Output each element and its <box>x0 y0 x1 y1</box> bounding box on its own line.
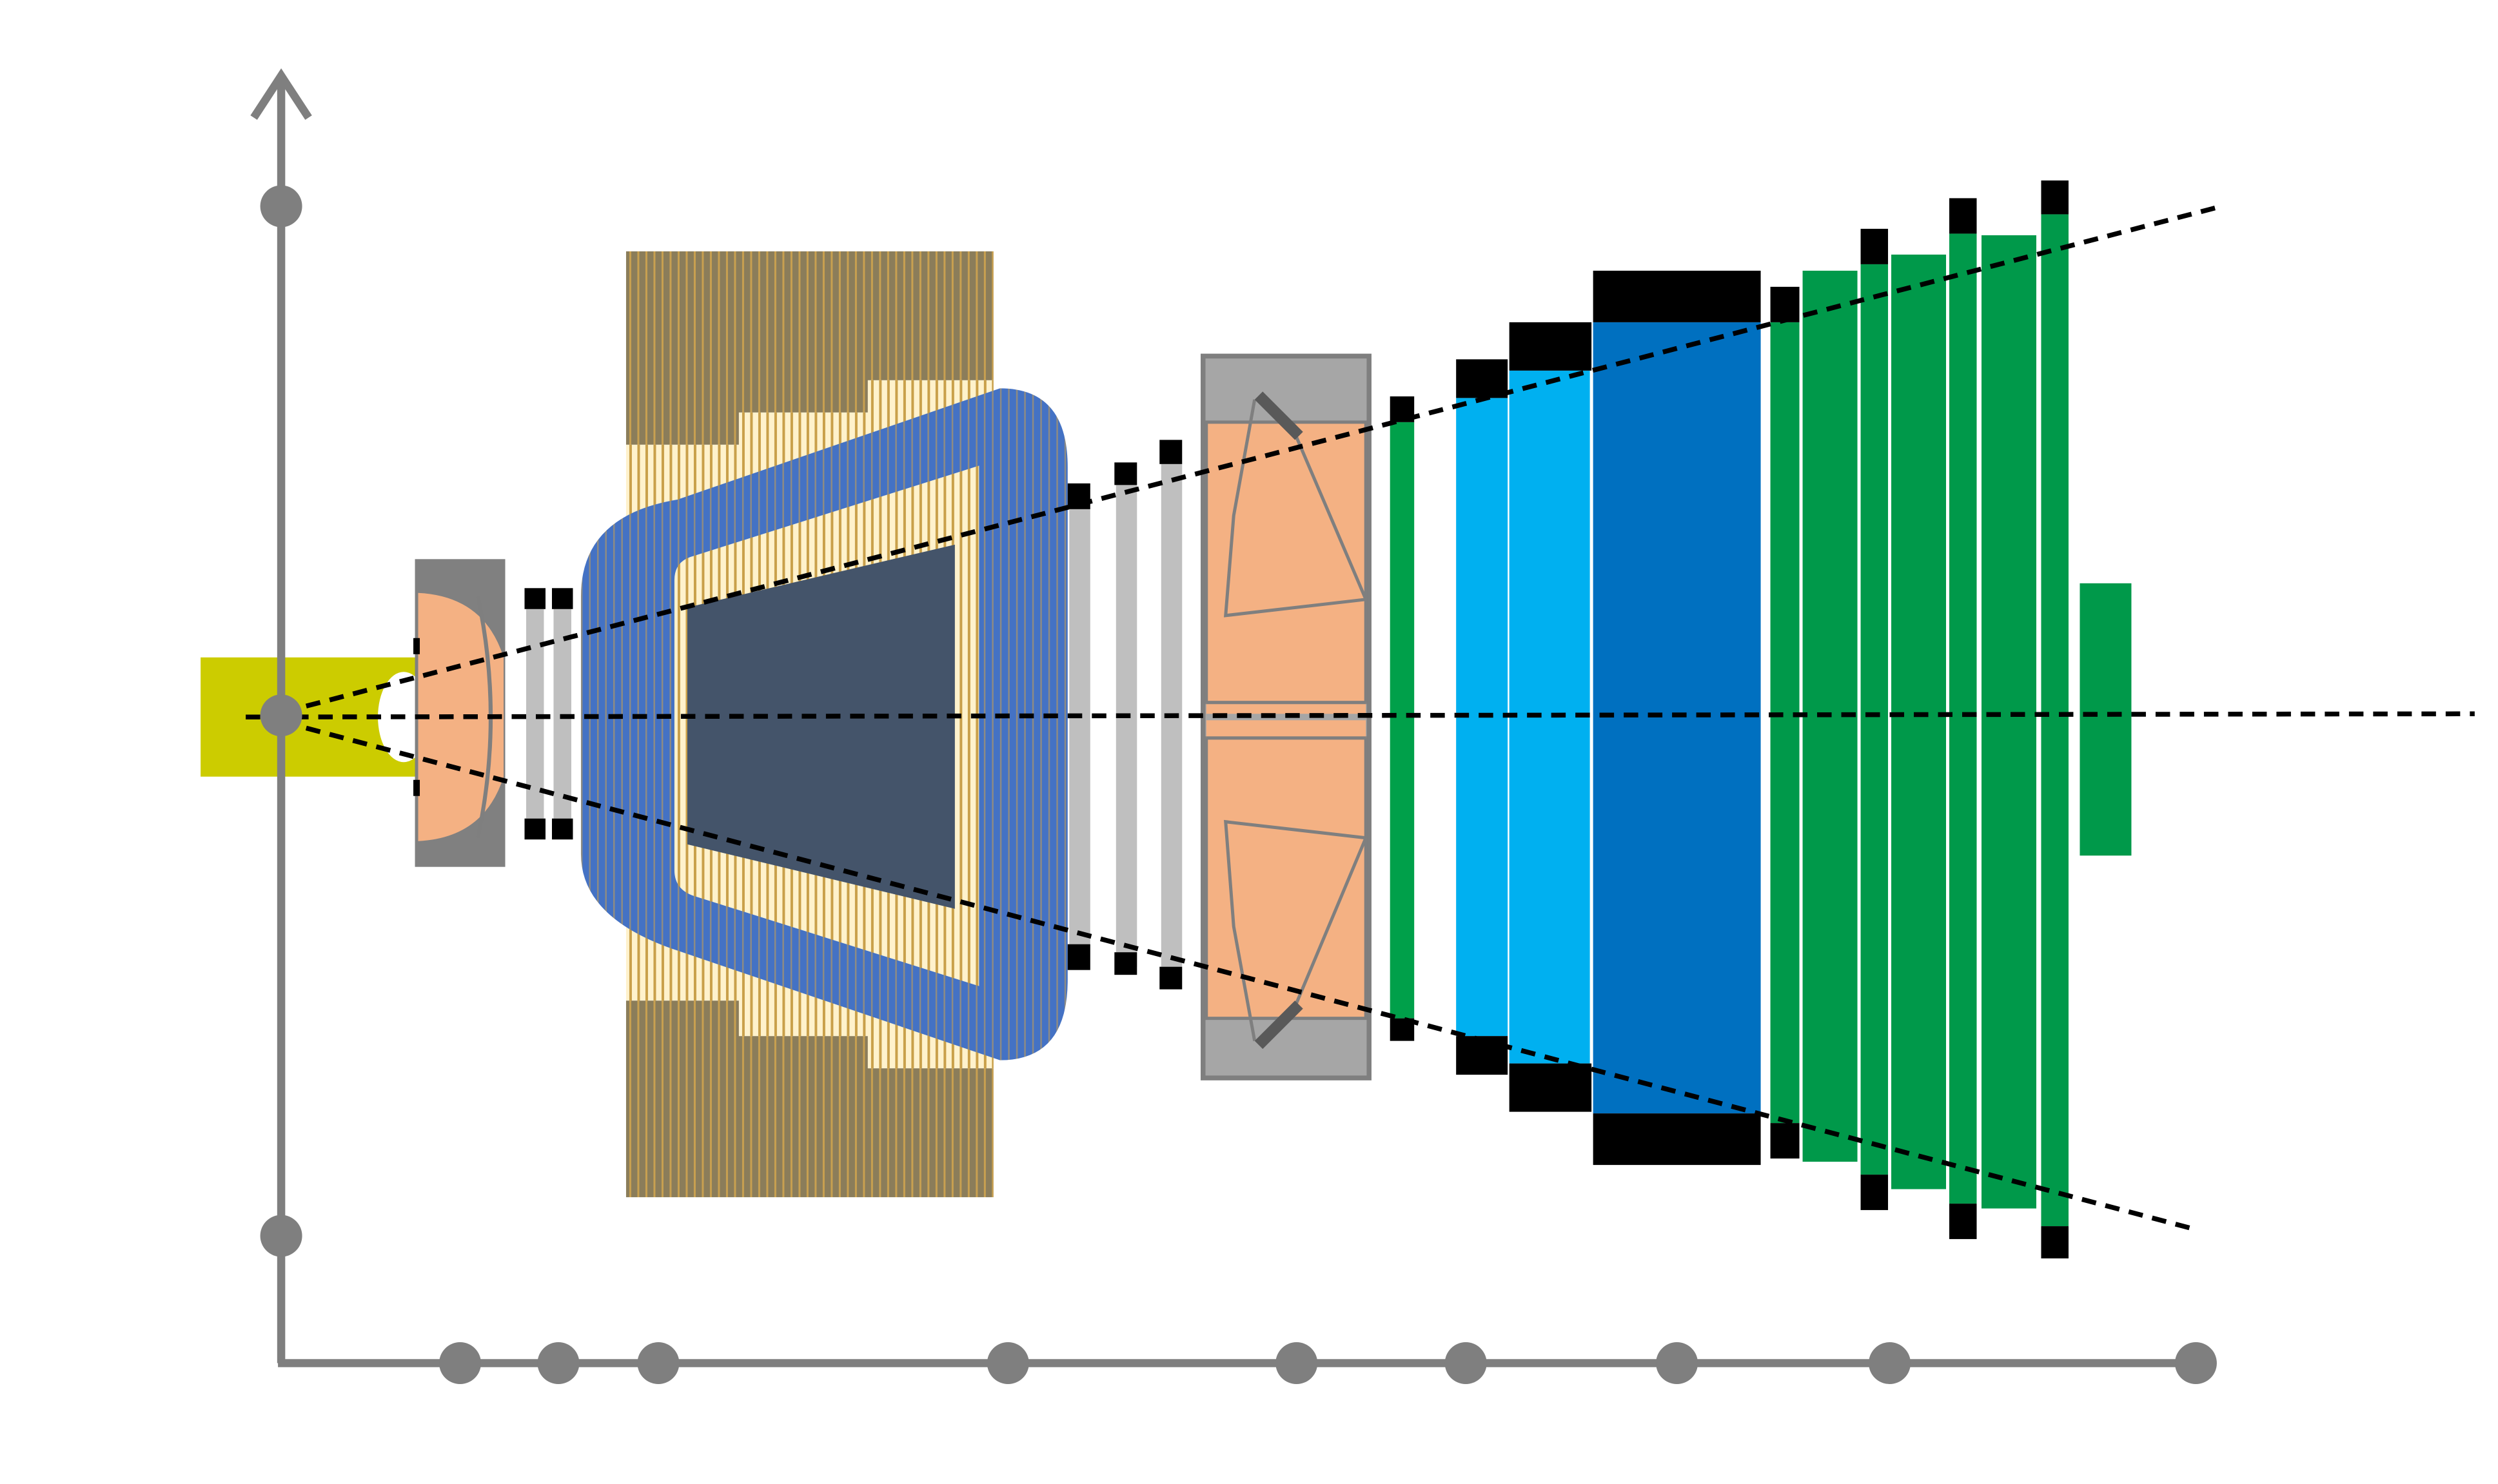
x-axis-marker <box>537 1342 580 1385</box>
silicon-planes-2 <box>1067 440 1183 990</box>
magnet-coil <box>580 388 1068 1060</box>
hadron-calorimeter <box>1593 270 1761 1166</box>
vertex-detector <box>413 559 506 867</box>
x-axis-marker <box>987 1342 1029 1385</box>
x-axis-marker <box>2174 1342 2217 1385</box>
x-axis-marker <box>637 1342 680 1385</box>
x-axis-marker <box>1444 1342 1487 1385</box>
y-axis-arrowhead <box>250 68 312 120</box>
axis-markers <box>260 185 2217 1385</box>
origin-marker <box>260 694 302 737</box>
em-calorimeter <box>1456 322 1592 1112</box>
x-axis-marker <box>1869 1342 1911 1385</box>
silicon-planes-1 <box>524 588 573 840</box>
y-axis-marker <box>260 1215 302 1257</box>
x-axis-marker <box>1275 1342 1318 1385</box>
muon-system <box>1770 180 2132 1259</box>
tof-wall <box>1390 396 1415 1041</box>
y-axis-marker <box>260 185 302 228</box>
x-axis-marker <box>439 1342 482 1385</box>
acceptance-lines <box>246 204 2475 1231</box>
x-axis-marker <box>1656 1342 1698 1385</box>
